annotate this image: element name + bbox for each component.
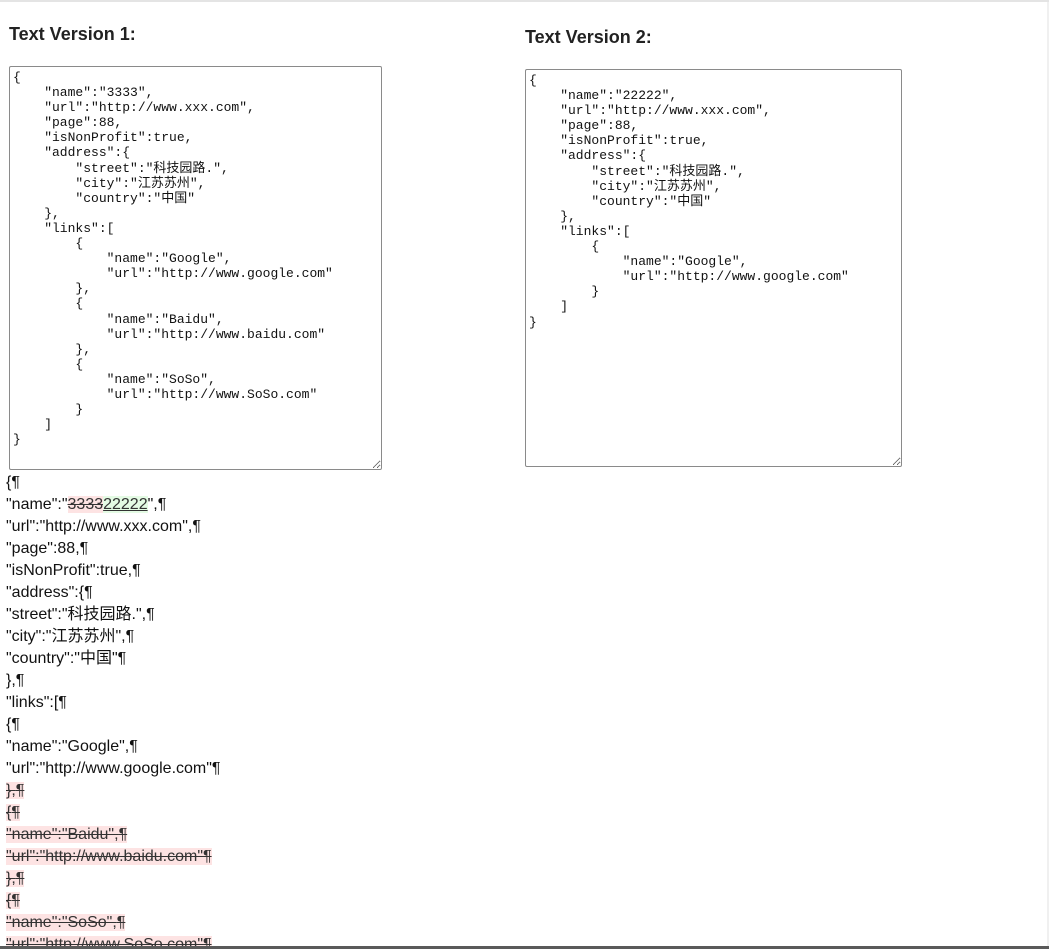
text-version-1-title: Text Version 1: (9, 24, 136, 44)
diff-equal-text: "isNonProfit":true, (6, 562, 133, 579)
diff-equal-text: "country":"中国" (6, 650, 118, 667)
pilcrow-mark: ¶ (11, 804, 20, 821)
diff-equal-text: "page":88, (6, 540, 80, 557)
diff-line: "links":[¶ (6, 692, 606, 714)
diff-line: {¶ (6, 802, 606, 824)
pilcrow-mark: ¶ (118, 826, 128, 843)
diff-equal-text: }, (6, 672, 16, 689)
text-version-1-editor[interactable] (9, 66, 382, 470)
diff-deleted-text: }, (6, 782, 16, 799)
diff-equal-text: { (6, 474, 12, 491)
diff-line: "street":"科技园路.",¶ (6, 604, 606, 626)
diff-line: "url":"http://www.xxx.com",¶ (6, 516, 606, 538)
diff-line: "url":"http://www.SoSo.com"¶ (6, 934, 606, 949)
pilcrow-mark: ¶ (192, 518, 201, 535)
diff-equal-text: "links":[ (6, 694, 59, 711)
diff-line: },¶ (6, 868, 606, 890)
diff-deleted-text: "url":"http://www.baidu.com" (6, 848, 204, 865)
pilcrow-mark: ¶ (125, 628, 135, 645)
diff-line: "url":"http://www.baidu.com"¶ (6, 846, 606, 868)
diff-line: "isNonProfit":true,¶ (6, 560, 606, 582)
diff-deleted-text: "name":"Baidu", (6, 826, 119, 843)
diff-line: "page":88,¶ (6, 538, 606, 560)
pilcrow-mark: ¶ (203, 936, 212, 949)
diff-equal-text: ", (147, 496, 158, 513)
window-edge (1047, 2, 1049, 949)
pilcrow-mark: ¶ (11, 474, 20, 491)
diff-line: {¶ (6, 890, 606, 912)
pilcrow-mark: ¶ (15, 672, 25, 689)
pilcrow-mark: ¶ (84, 584, 93, 601)
pilcrow-mark: ¶ (132, 562, 141, 579)
diff-equal-text: "url":"http://www.google.com" (6, 760, 212, 777)
diff-inserted-text: 22222 (103, 496, 148, 513)
diff-deleted-text: "url":"http://www.SoSo.com" (6, 936, 204, 949)
diff-equal-text: "street":"科技园路.", (6, 606, 147, 623)
diff-line: "name":"SoSo",¶ (6, 912, 606, 934)
diff-deleted-text: { (6, 892, 12, 909)
diff-line: "name":"333322222",¶ (6, 494, 606, 516)
diff-equal-text: { (6, 716, 12, 733)
diff-line: {¶ (6, 472, 606, 494)
pilcrow-mark: ¶ (157, 496, 167, 513)
diff-line: "url":"http://www.google.com"¶ (6, 758, 606, 780)
pilcrow-mark: ¶ (211, 760, 221, 777)
diff-deleted-text: "name":"SoSo", (6, 914, 117, 931)
diff-line: "address":{¶ (6, 582, 606, 604)
pilcrow-mark: ¶ (129, 738, 138, 755)
text-version-2-editor[interactable] (525, 69, 902, 467)
pilcrow-mark: ¶ (11, 892, 20, 909)
pilcrow-mark: ¶ (11, 716, 20, 733)
diff-equal-text: "name":"Google", (6, 738, 130, 755)
diff-equal-text: "address":{ (6, 584, 85, 601)
diff-deleted-text: 3333 (67, 496, 104, 513)
pilcrow-mark: ¶ (116, 914, 126, 931)
text-version-2-title: Text Version 2: (525, 27, 652, 47)
pilcrow-mark: ¶ (58, 694, 67, 711)
pilcrow-mark: ¶ (15, 870, 25, 887)
diff-equal-text: "city":"江苏苏州", (6, 628, 126, 645)
diff-line: "name":"Google",¶ (6, 736, 606, 758)
diff-line: "country":"中国"¶ (6, 648, 606, 670)
diff-line: "city":"江苏苏州",¶ (6, 626, 606, 648)
diff-line: },¶ (6, 670, 606, 692)
diff-line: {¶ (6, 714, 606, 736)
diff-line: "name":"Baidu",¶ (6, 824, 606, 846)
diff-deleted-text: { (6, 804, 12, 821)
pilcrow-mark: ¶ (79, 540, 89, 557)
window-bottom-edge (0, 946, 1049, 949)
pilcrow-mark: ¶ (15, 782, 25, 799)
diff-output: {¶"name":"333322222",¶"url":"http://www.… (6, 472, 606, 949)
diff-line: },¶ (6, 780, 606, 802)
pilcrow-mark: ¶ (117, 650, 127, 667)
diff-deleted-text: }, (6, 870, 16, 887)
pilcrow-mark: ¶ (146, 606, 155, 623)
diff-equal-text: "url":"http://www.xxx.com", (6, 518, 193, 535)
pilcrow-mark: ¶ (203, 848, 212, 865)
diff-equal-text: "name":" (6, 496, 68, 513)
